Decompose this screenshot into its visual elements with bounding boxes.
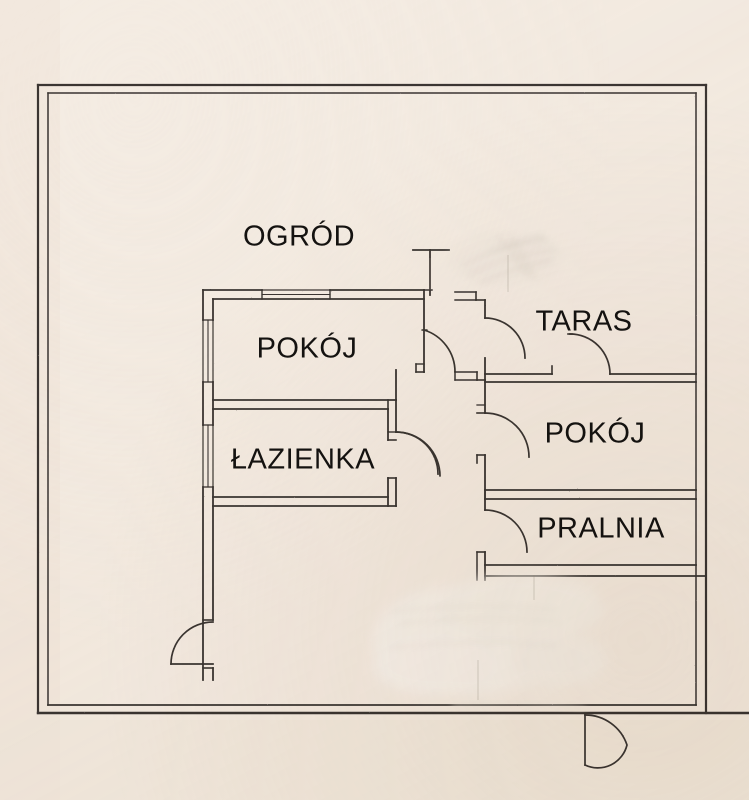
door-pralnia [484,509,528,553]
room-walls-lazienka [212,399,397,507]
label-pokoj-right: POKÓJ [545,417,646,450]
label-taras: TARAS [535,306,632,338]
outer-boundary-walls [36,83,749,715]
wall-line-group [36,83,749,769]
paper-tone-bottom [0,720,749,800]
hallway-walls [415,289,486,581]
door-exterior-bottom [583,712,628,769]
paper-tone-left [0,0,60,800]
room-walls-pokoj-left [202,289,425,681]
room-label-group: OGRÓD POKÓJ TARAS ŁAZIENKA POKÓJ PRALNIA [231,220,665,545]
door-arc-overlay [395,329,456,477]
door-jamb-group [423,289,433,291]
wall-stub-ogrod [412,249,450,296]
label-ogrod: OGRÓD [243,220,355,253]
room-walls-pokoj-right [484,381,697,500]
label-pralnia: PRALNIA [537,513,665,545]
room-walls-taras [484,365,697,375]
door-entry-bottom-left [170,619,214,669]
erased-pencil-marks [372,230,606,713]
door-taras-upper [484,317,526,359]
door-taras-lower [567,333,611,375]
label-lazienka: ŁAZIENKA [231,444,375,476]
label-pokoj-left: POKÓJ [257,332,358,365]
door-pokoj-right [484,412,530,458]
